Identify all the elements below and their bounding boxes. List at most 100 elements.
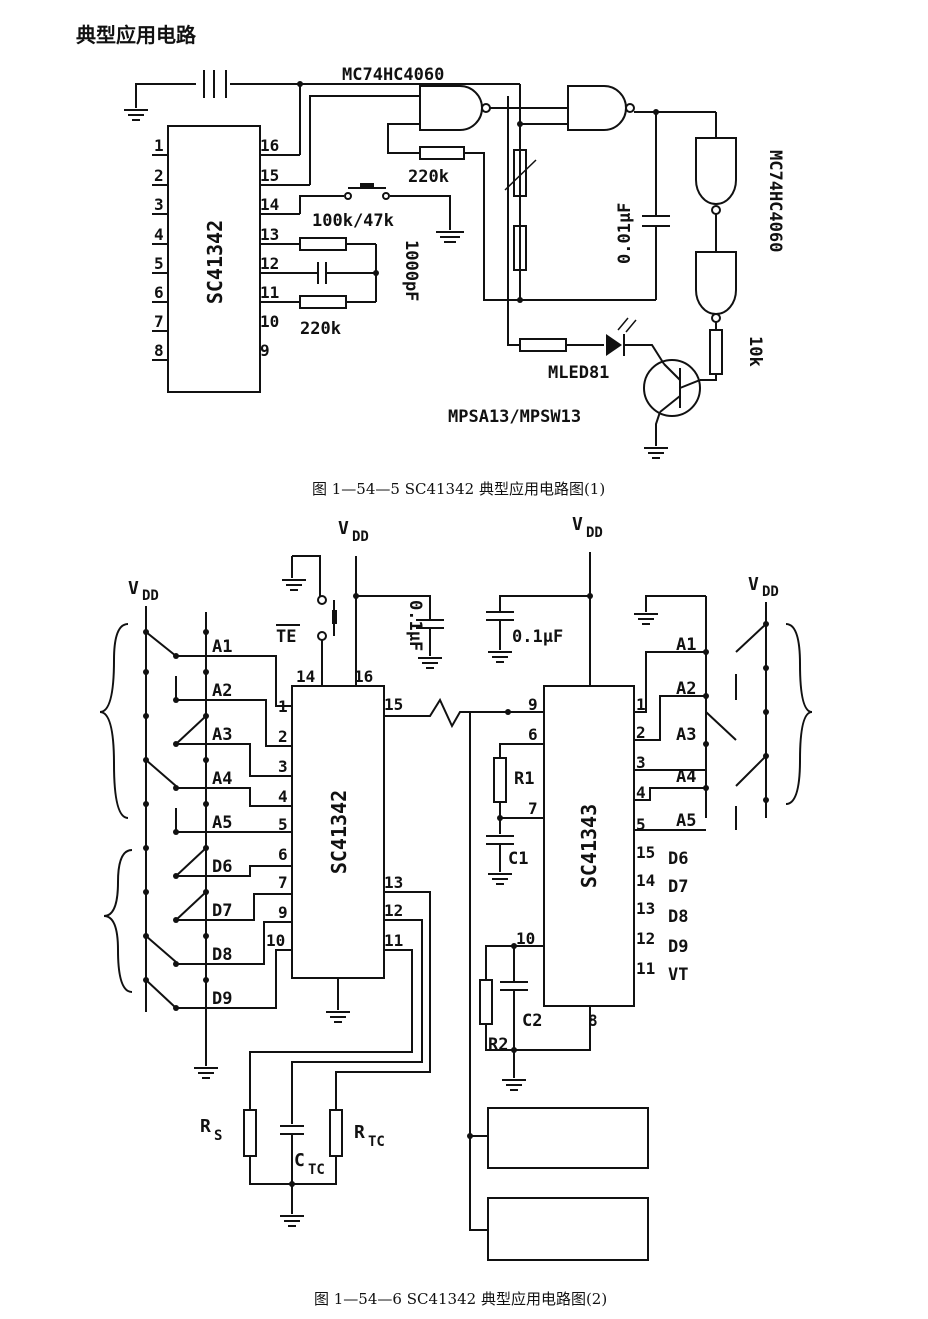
ic-label-sc41342: SC41342 (327, 790, 351, 874)
figure1-caption: 图 1—54—5 SC41342 典型应用电路图(1) (312, 480, 605, 498)
capacitor-top-fig1 (124, 70, 300, 121)
variable-resistor (513, 149, 527, 197)
input-label: A2 (212, 681, 232, 701)
pin-label: 8 (154, 341, 164, 360)
output-label: D6 (668, 849, 688, 869)
pin-label: 16 (260, 136, 279, 155)
vdd-label: V (338, 518, 349, 539)
label-220k-bottom: 220k (300, 319, 341, 339)
pin-label: 11 (260, 283, 279, 302)
pin-label: 7 (528, 799, 538, 818)
pin-label: 15 (260, 166, 279, 185)
label-c1: C1 (508, 849, 528, 869)
output-label: D7 (668, 877, 688, 897)
output-label: D8 (668, 907, 688, 927)
vdd-sub: DD (762, 584, 779, 600)
pin-label: 9 (260, 341, 270, 360)
pin-label: 3 (154, 195, 164, 214)
label-rs: R (200, 1116, 211, 1137)
nand-gate-2 (567, 85, 635, 131)
pin-label: 1 (154, 136, 164, 155)
vdd-sub: DD (586, 525, 603, 541)
output-label: VT (668, 965, 688, 985)
pin-label: 13 (260, 225, 279, 244)
label-1000pf: 1000pF (401, 240, 421, 301)
nand-gate-3 (695, 112, 737, 215)
pin-label: 1 (636, 695, 646, 714)
output-label: A3 (676, 725, 696, 745)
pin-label: 9 (528, 695, 538, 714)
pin-label: 11 (384, 931, 403, 950)
input-label: D7 (212, 901, 232, 921)
pin-label: 6 (528, 725, 538, 744)
pin-label: 14 (260, 195, 279, 214)
chip-label-mc74hc4060-top: MC74HC4060 (342, 65, 444, 85)
pin-label: 13 (636, 899, 655, 918)
display-module-2 (487, 1197, 649, 1261)
figure1-circuit: SC41342 1 2 3 4 5 6 7 8 16 15 14 13 12 (124, 65, 785, 459)
label-mpsa13: MPSA13/MPSW13 (448, 407, 581, 427)
ic-label-sc41343: SC41343 (577, 804, 601, 888)
label-rtc-sub: TC (368, 1134, 385, 1150)
output-label: D9 (668, 937, 688, 957)
ic-right-pins-fig1: 16 15 14 13 12 11 10 9 (260, 136, 318, 360)
resistor-r1 (493, 757, 507, 803)
pin-label: 3 (278, 757, 288, 776)
label-r1: R1 (514, 769, 534, 789)
output-label: A1 (676, 635, 696, 655)
vdd-sub: DD (142, 588, 159, 604)
label-cap-right: 0.1μF (512, 627, 563, 647)
label-0.01uf: 0.01μF (615, 203, 635, 264)
pin-label: 10 (516, 929, 535, 948)
input-label: A1 (212, 637, 232, 657)
pin-label: 5 (636, 815, 646, 834)
input-label: D8 (212, 945, 232, 965)
pin-label: 2 (636, 723, 646, 742)
pin-label: 12 (636, 929, 655, 948)
chip-label-mc74hc4060-right: MC74HC4060 (765, 150, 785, 252)
page-title: 典型应用电路 (76, 23, 197, 47)
transistor-mpsa13 (643, 359, 701, 459)
resistor-fixed (513, 225, 527, 271)
pin-label: 8 (588, 1011, 598, 1030)
pin-label: 14 (296, 667, 315, 686)
label-rtc: R (354, 1122, 365, 1143)
resistor-pin11 (299, 295, 347, 309)
led-mled81 (606, 317, 637, 356)
pin-label: 13 (384, 873, 403, 892)
label-cap-left: 0.1μF (405, 600, 425, 651)
pin-label: 14 (636, 871, 655, 890)
input-label: A4 (212, 769, 232, 789)
resistor-220k-top (419, 146, 465, 160)
pin-label: 6 (154, 283, 164, 302)
output-label: A4 (676, 767, 696, 787)
figure2-caption: 图 1—54—6 SC41342 典型应用电路图(2) (314, 1290, 607, 1308)
left-input-switches (143, 629, 209, 1011)
nand-gate-1 (419, 85, 491, 131)
pin-label: 9 (278, 903, 288, 922)
input-label: A3 (212, 725, 232, 745)
vdd-sub: DD (352, 529, 369, 545)
resistor-rtc (329, 1109, 343, 1157)
input-label: A5 (212, 813, 232, 833)
ic-left-pins-fig1: 1 2 3 4 5 6 7 8 (152, 136, 168, 361)
label-c2: C2 (522, 1011, 542, 1031)
label-100k-47k: 100k/47k (312, 211, 394, 231)
ic-label-fig1: SC41342 (203, 220, 227, 304)
label-mled81: MLED81 (548, 363, 609, 383)
label-rs-sub: S (214, 1128, 222, 1144)
pin-label: 1 (278, 697, 288, 716)
label-220k-top: 220k (408, 167, 449, 187)
output-label: A2 (676, 679, 696, 699)
vdd-label: V (572, 514, 583, 535)
vdd-label: V (128, 578, 139, 599)
label-r2: R2 (488, 1035, 508, 1055)
pin-label: 12 (384, 901, 403, 920)
pin-label: 11 (636, 959, 655, 978)
pin-label: 6 (278, 845, 288, 864)
label-10k: 10k (745, 336, 765, 367)
label-te: TE (276, 627, 296, 647)
display-module-1 (487, 1107, 649, 1169)
pin-label: 15 (636, 843, 655, 862)
